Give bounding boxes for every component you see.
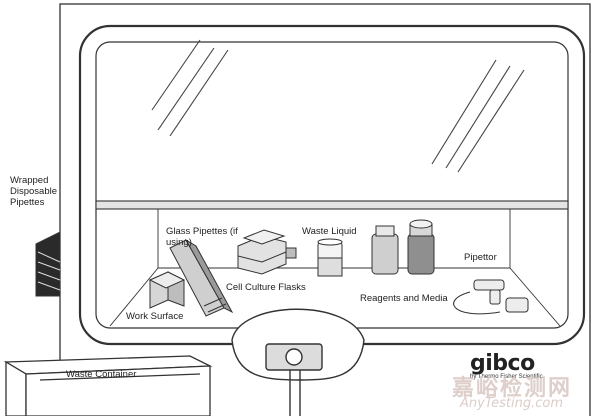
label-waste-container: Waste Container [66, 369, 137, 380]
waste-container [3, 355, 213, 416]
label-cell-culture-flasks: Cell Culture Flasks [226, 282, 306, 293]
glass-reflection-right [431, 59, 525, 173]
cell-culture-flasks [237, 229, 297, 275]
pipettor-device [453, 279, 529, 315]
watermark-chinese: 嘉峪检测网 [452, 376, 573, 401]
gibco-tagline: by Thermo Fisher Scientific [470, 374, 543, 380]
label-wrapped-disposable-pipettes: Wrapped Disposable Pipettes [10, 175, 57, 208]
glass-reflection-left [151, 39, 229, 137]
wrapped-pipettes-box [35, 231, 61, 297]
watermark-english: AnyTesting.com [460, 396, 564, 411]
label-work-surface: Work Surface [126, 311, 184, 322]
waste-liquid-beaker [317, 238, 343, 277]
label-waste-liquid: Waste Liquid [302, 226, 357, 237]
reagent-bottles [371, 219, 435, 275]
gibco-logo: gibco [470, 351, 535, 376]
front-access-port [231, 308, 365, 416]
sash-bar [95, 200, 569, 210]
label-reagents-and-media: Reagents and Media [360, 293, 448, 304]
glass-pipettes-container [169, 238, 234, 317]
work-surface-block [148, 271, 186, 309]
label-pipettor: Pipettor [464, 252, 497, 263]
label-glass-pipettes: Glass Pipettes (if using) [166, 226, 238, 248]
